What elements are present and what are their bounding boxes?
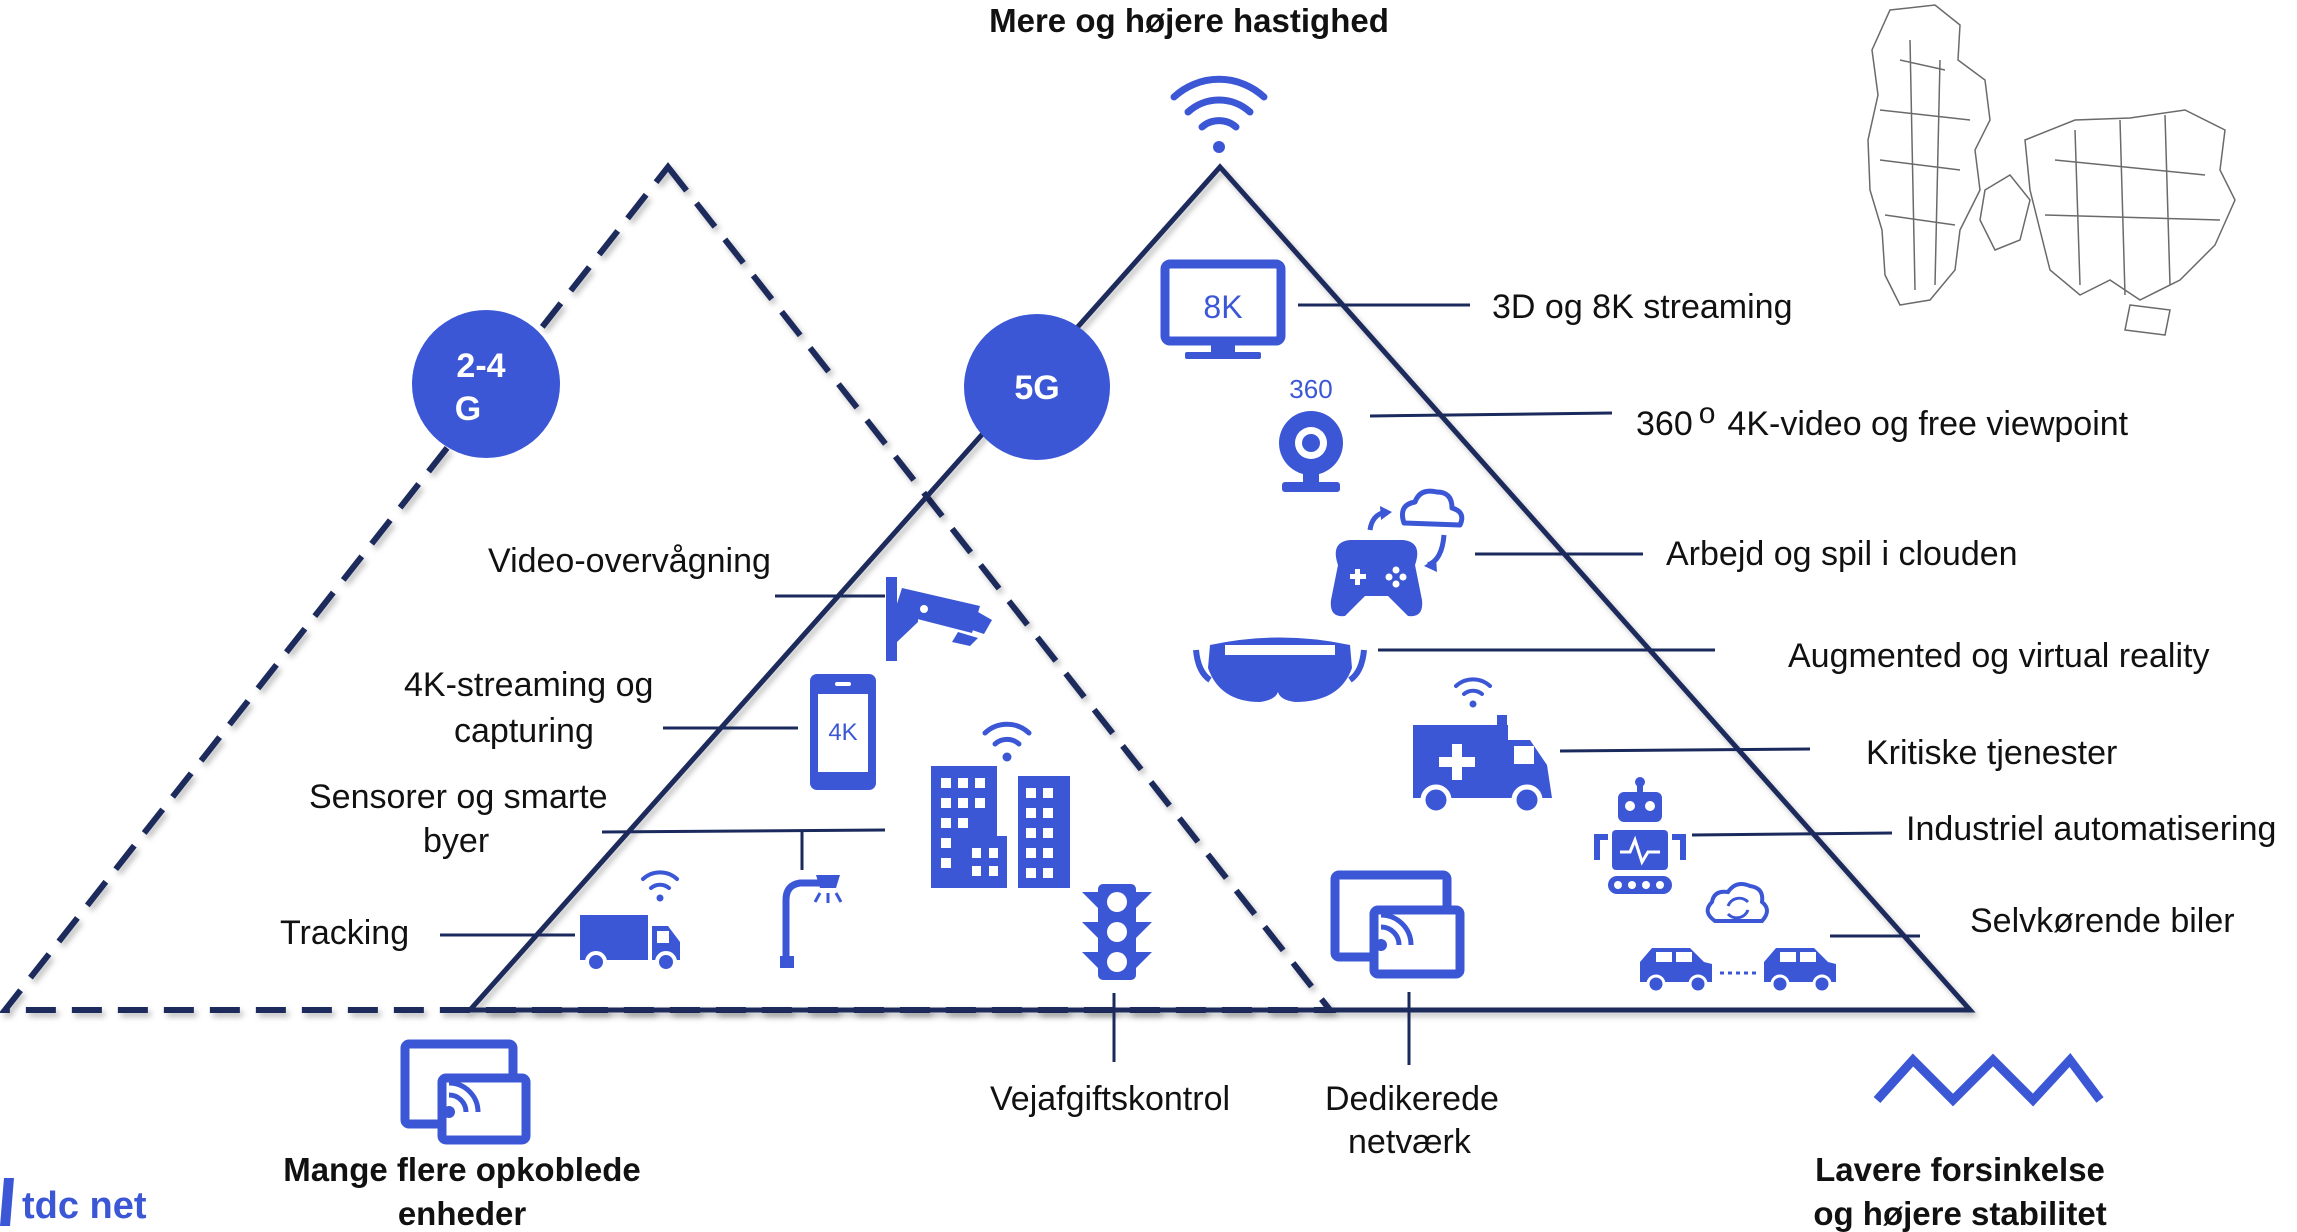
street-lamp-icon (780, 875, 843, 968)
connector-lines (440, 303, 1920, 1065)
label-ar-vr: Augmented og virtual reality (1788, 637, 2209, 675)
vr-headset-icon (1193, 637, 1367, 702)
circle-2-4g-line2: G (455, 390, 481, 428)
robot-icon (1594, 777, 1686, 894)
circle-2-4g-line1: 2-4 (456, 347, 505, 385)
ambulance-icon (1413, 715, 1552, 816)
wifi-icon (1170, 75, 1268, 153)
label-latency-line1: Lavere forsinkelse (1815, 1151, 2105, 1188)
label-critical-services: Kritiske tjenester (1866, 734, 2117, 772)
label-latency-line2: og højere stabilitet (1813, 1195, 2106, 1232)
truck-wifi-icon (641, 870, 679, 902)
label-sensors-line1: Sensorer og smarte (309, 778, 608, 816)
denmark-map-icon (1867, 4, 2236, 336)
label-self-driving: Selvkørende biler (1970, 902, 2235, 940)
monitor-8k-text: 8K (1203, 289, 1242, 325)
label-8k-streaming: 3D og 8K streaming (1492, 288, 1793, 326)
label-4k-streaming-line2: capturing (454, 712, 594, 750)
delivery-truck-icon (580, 915, 680, 973)
ambulance-wifi-icon (1454, 677, 1492, 708)
circle-2-4g (412, 310, 560, 458)
label-dedicated-line2: netværk (1348, 1123, 1472, 1161)
smart-city-wifi-icon (982, 721, 1032, 762)
circle-5g-label: 5G (1014, 369, 1059, 407)
autonomous-cars-icon (1640, 882, 1836, 994)
triangle-2-4g (0, 162, 1337, 1013)
circle-5g (964, 314, 1110, 460)
smartphone-4k-icon (810, 674, 876, 790)
label-sensors-line2: byer (423, 822, 489, 860)
webcam-360-text: 360 (1289, 374, 1332, 404)
label-toll-control: Vejafgiftskontrol (990, 1080, 1230, 1118)
smartphone-4k-text: 4K (828, 719, 857, 746)
label-4k-streaming-line1: 4K-streaming og (404, 666, 653, 704)
brand-name: tdc net (22, 1185, 147, 1227)
cloud-gaming-icon (1330, 488, 1465, 617)
network-screen-icon (1330, 870, 1465, 979)
zigzag-icon (1873, 1052, 2104, 1107)
webcam-360-icon (1279, 411, 1343, 492)
label-cloud: Arbejd og spil i clouden (1666, 535, 2018, 573)
label-video-surveillance: Video-overvågning (488, 542, 771, 580)
security-camera-icon (886, 577, 992, 661)
triangle-5g (464, 163, 1976, 1013)
monitor-8k-icon (1160, 259, 1286, 359)
label-industrial-automation: Industriel automatisering (1906, 810, 2276, 848)
devices-network-icon (400, 1039, 531, 1145)
label-tracking: Tracking (280, 914, 409, 952)
label-devices-line2: enheder (398, 1195, 527, 1232)
label-dedicated-line1: Dedikerede (1325, 1080, 1499, 1118)
traffic-light-icon (1082, 884, 1152, 980)
smart-city-icon (931, 766, 1070, 888)
top-title: Mere og højere hastighed (989, 2, 1389, 39)
label-devices-line1: Mange flere opkoblede (283, 1151, 641, 1188)
brand-logo-icon (0, 1178, 14, 1226)
